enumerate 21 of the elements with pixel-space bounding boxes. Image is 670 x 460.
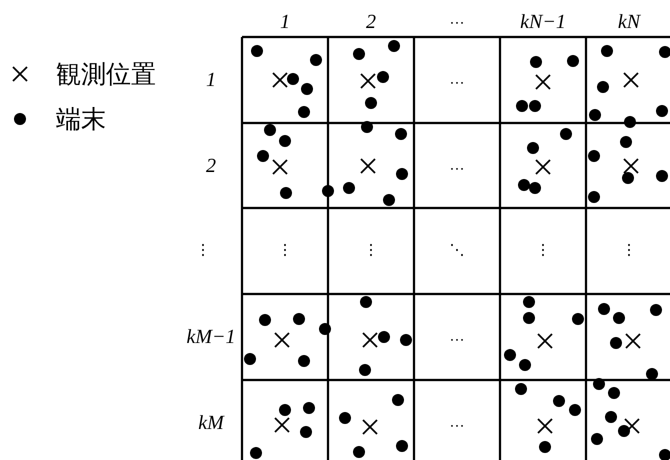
- column-label: 1: [280, 12, 290, 32]
- ellipsis-mark: ⋮: [622, 244, 636, 258]
- ellipsis-mark: ⋮: [278, 244, 292, 258]
- legend-text: 観測位置: [56, 62, 156, 86]
- ellipsis-mark: ⋮: [196, 244, 210, 258]
- row-label: kM−1: [186, 327, 236, 347]
- ellipsis-mark: …: [450, 158, 464, 173]
- ellipsis-mark: …: [450, 72, 464, 88]
- ellipsis-mark: …: [450, 12, 464, 28]
- ellipsis-mark: …: [450, 416, 464, 430]
- ellipsis-mark: ⋱: [450, 244, 464, 258]
- row-label: kM: [198, 413, 224, 433]
- column-label: kN−1: [520, 12, 566, 32]
- row-label: 1: [206, 70, 216, 90]
- column-label: 2: [366, 12, 376, 32]
- ellipsis-mark: ⋮: [536, 244, 550, 258]
- row-label: 2: [206, 156, 216, 176]
- ellipsis-mark: …: [450, 330, 464, 344]
- ellipsis-mark: ⋮: [364, 244, 378, 258]
- column-label: kN: [618, 12, 640, 32]
- legend-text: 端末: [56, 106, 106, 132]
